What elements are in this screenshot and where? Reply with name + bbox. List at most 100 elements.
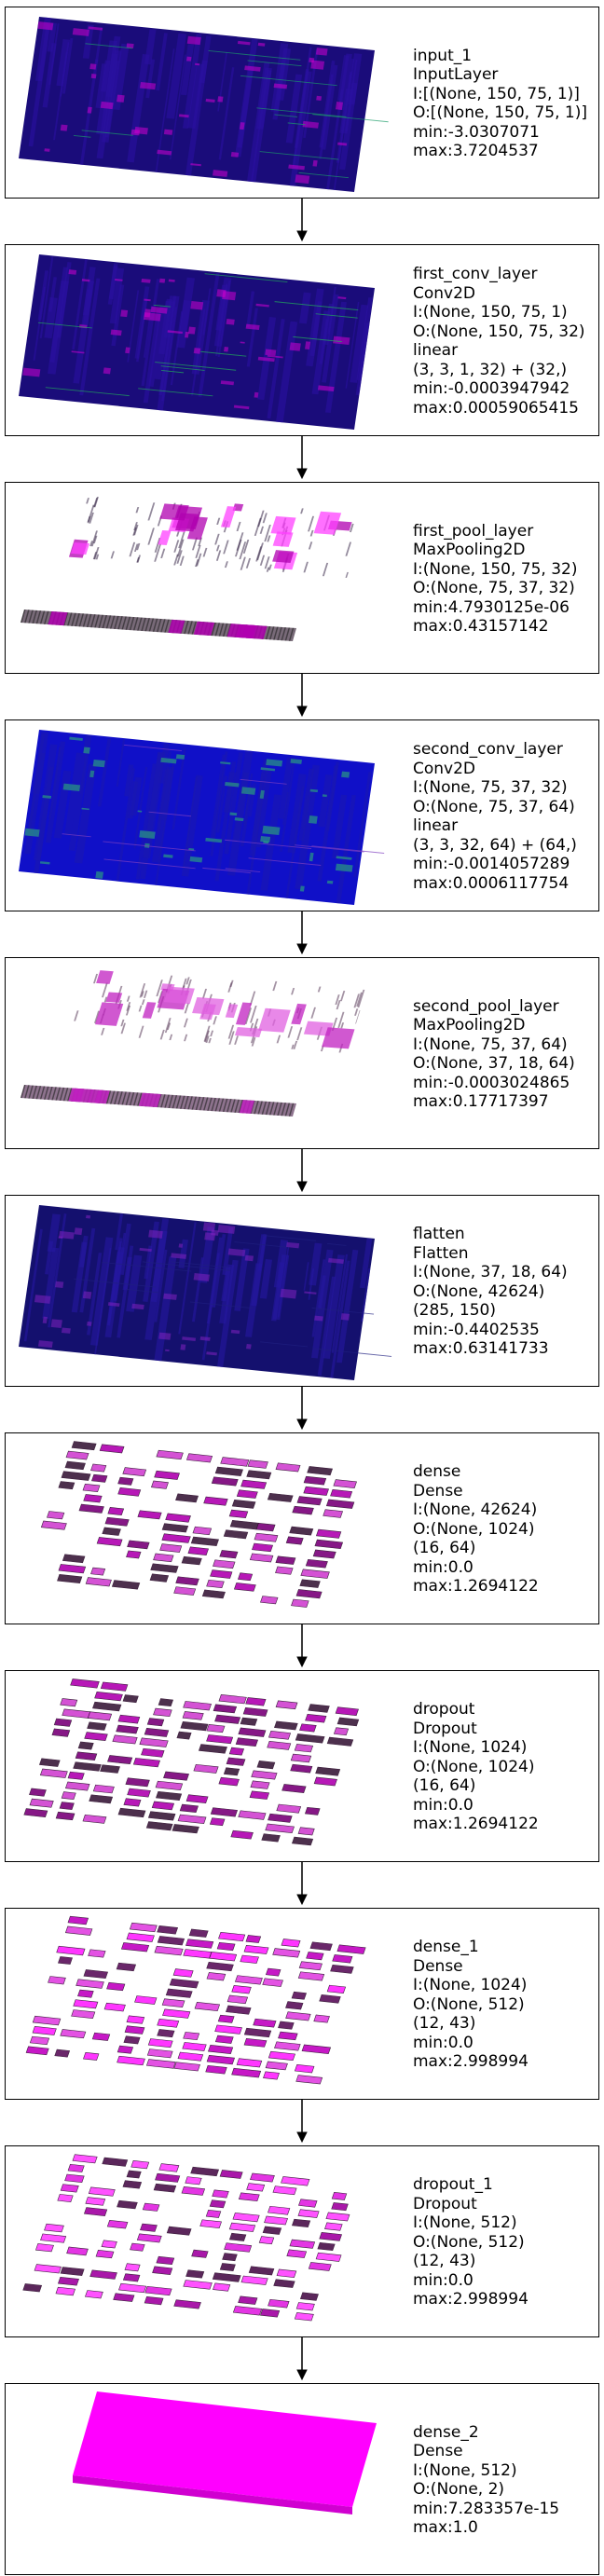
layer-output-shape: O:(None, 150, 75, 32) [413,322,585,341]
activation-highlight [126,1288,159,1294]
activation-highlight [206,1351,217,1356]
activation-highlight [100,101,114,110]
activation-highlight [42,795,52,799]
activation-highlight [54,1281,64,1288]
activation-highlight [305,341,311,350]
activation-highlight [171,1253,187,1259]
activation-highlight [322,794,327,798]
neuron-block [100,1764,120,1774]
activation-stripe [270,43,289,113]
activation-highlight [312,1348,392,1357]
activation-stripe [161,307,178,402]
activation-stripe [180,44,195,96]
neuron-block [92,1784,115,1794]
neuron-block [94,1691,123,1702]
activation-highlight [82,1291,92,1299]
neuron-block [191,2249,209,2258]
activation-highlight [244,65,261,72]
pooled-feature-line [135,507,140,514]
activation-highlight [298,171,350,179]
neuron-block [165,1988,193,1998]
activation-highlight [237,40,251,46]
pooled-feature-line [109,1090,116,1104]
pooled-feature-line [160,619,166,633]
neuron-block [223,1767,240,1776]
pooled-feature-line [32,1085,37,1099]
activation-highlight [81,807,89,811]
pooled-feature-line [117,1091,123,1105]
neuron-block [146,2048,173,2059]
neuron-block [60,2029,87,2039]
activation-highlight [226,319,235,325]
pooled-feature-block [272,531,294,547]
layer-type: Conv2D [413,283,476,303]
activation-stripe [150,1218,170,1303]
activation-stripe [240,785,253,847]
pooled-feature-block [94,1002,124,1026]
layer-name: second_pool_layer [413,996,559,1016]
neuron-block [206,1961,234,1972]
activation-highlight [81,279,90,282]
activation-highlight [286,1241,300,1249]
activation-stripe [156,33,168,91]
activation-stripe [97,738,112,807]
neuron-block [263,2071,280,2080]
activation-stripe [198,272,220,397]
neuron-block [285,2011,311,2021]
neuron-block [289,1526,314,1536]
neuron-block [336,1717,360,1727]
activation-highlight [88,26,103,31]
neuron-block [113,2293,135,2302]
activation-stripe [355,322,370,396]
neuron-block [38,1758,61,1767]
neuron-block [145,2059,176,2069]
activation-highlight [336,856,352,860]
pooled-feature-line [238,1100,244,1114]
pooled-feature-line [102,982,108,998]
activation-highlight [175,754,185,760]
neuron-block [126,2015,145,2024]
pooled-feature-line [24,610,30,623]
neuron-block [333,1479,357,1488]
activation-highlight [190,301,204,310]
neuron-block [158,1698,174,1707]
neuron-block [209,2199,226,2209]
neuron-block [278,2021,295,2030]
activation-highlight [37,1340,53,1349]
neuron-block [125,1777,150,1788]
pooled-feature-line [339,990,346,1002]
layer-input-shape: I:(None, 150, 75, 32) [413,559,578,579]
layer-detail: (3, 3, 32, 64) + (64,) [413,835,577,855]
activation-stripe [117,1245,134,1338]
activation-highlight [34,1295,51,1304]
neuron-block [34,2264,62,2274]
pooled-feature-line [250,1005,257,1023]
activation-highlight [44,148,50,152]
activation-highlight [274,114,298,117]
activation-highlight [123,744,183,752]
pooled-feature-line [205,1035,210,1044]
pooled-feature-line [354,1008,359,1016]
activation-stripe [126,1254,143,1312]
neuron-block [32,2015,62,2026]
activation-stripe [124,764,134,797]
neuron-block [237,1572,254,1582]
pooled-feature-line [78,613,85,627]
activation-highlight [295,174,310,185]
activation-stripe [154,300,172,380]
activation-highlight [87,106,92,114]
activation-highlight [315,48,328,56]
neuron-block [70,1679,100,1689]
neuron-block [249,1553,274,1563]
activation-stripe [116,739,126,788]
activation-stripe [345,59,358,132]
activation-highlight [160,365,205,371]
neuron-block [228,2232,247,2241]
neuron-block [87,1721,107,1731]
pooled-feature-line [198,537,202,546]
activation-highlight [68,269,77,275]
neuron-block [60,2267,85,2276]
neuron-block [297,1971,325,1981]
neuron-block [153,2183,177,2193]
